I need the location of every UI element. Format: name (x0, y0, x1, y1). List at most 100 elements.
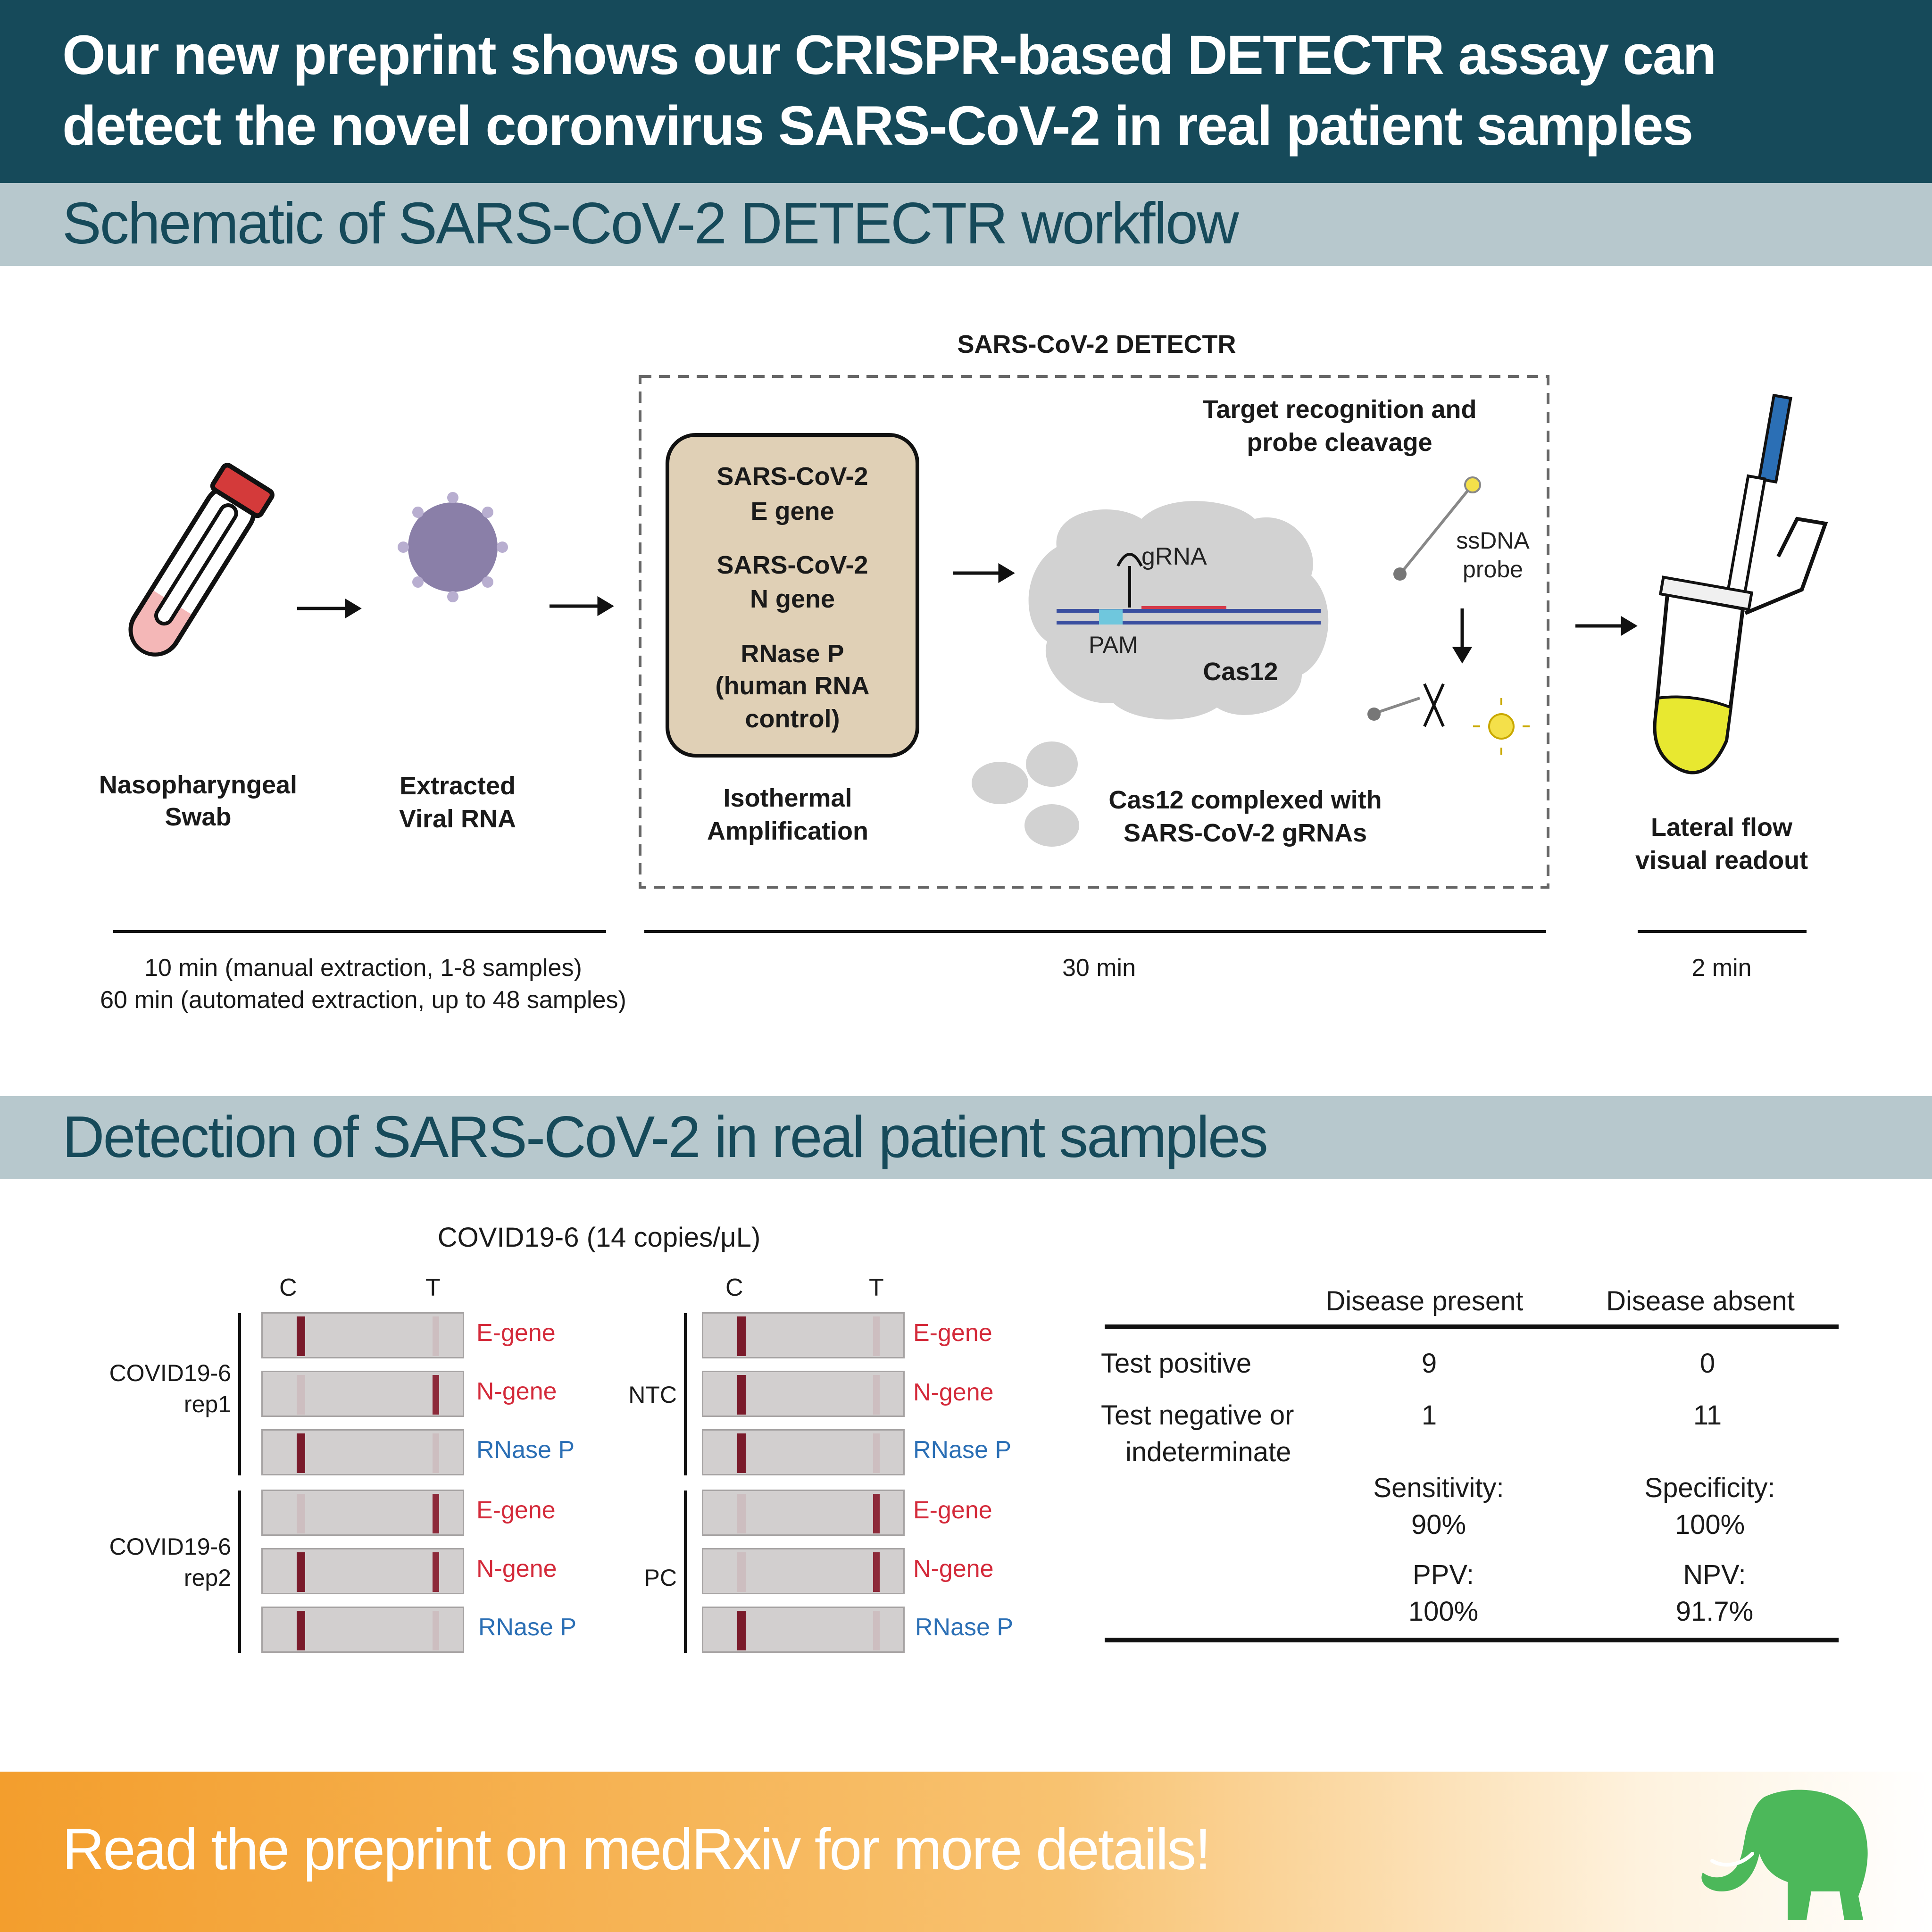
group-ntc: NTC (628, 1382, 677, 1408)
target-title-1: Target recognition and (1202, 395, 1477, 424)
amp-target-4: N gene (749, 585, 835, 613)
sensitivity-value: 90% (1411, 1509, 1466, 1540)
table-col-disease-absent: Disease absent (1606, 1286, 1795, 1316)
ppv-label: PPV: (1412, 1559, 1474, 1590)
gene-label: E-gene (476, 1497, 556, 1524)
table-row1-present: 9 (1421, 1348, 1437, 1379)
strip-pc-rnasep (702, 1607, 905, 1653)
time-manual-extraction: 10 min (manual extraction, 1-8 samples) (144, 954, 582, 982)
headline-line-1: Our new preprint shows our CRISPR-based … (62, 24, 1716, 86)
gene-label: N-gene (913, 1379, 994, 1406)
footer-banner (0, 1772, 1932, 1932)
table-row2-present: 1 (1421, 1400, 1437, 1431)
ppv-value: 100% (1408, 1596, 1479, 1627)
readout-label-2: visual readout (1635, 846, 1808, 874)
table-row1-absent: 0 (1699, 1348, 1715, 1379)
virus-icon (398, 492, 508, 602)
strip-rep1-rnasep (261, 1429, 464, 1475)
gene-label: N-gene (476, 1555, 557, 1582)
section-bar-workflow (0, 183, 1932, 266)
col-c-right: C (725, 1274, 743, 1301)
lateral-flow-tube-icon (1653, 393, 1828, 774)
rna-label-2: Viral RNA (399, 805, 516, 833)
gene-label: RNase P (913, 1436, 1012, 1464)
strip-ntc-rnasep (702, 1429, 905, 1475)
strip-pc-e (702, 1490, 905, 1536)
complex-label-1: Cas12 complexed with (1108, 786, 1382, 814)
group-rep2-line1: COVID19-6 (109, 1533, 231, 1560)
specificity-value: 100% (1674, 1509, 1745, 1540)
strip-rep2-n (261, 1548, 464, 1594)
amp-target-1: SARS-CoV-2 (716, 462, 868, 491)
target-title-2: probe cleavage (1247, 428, 1432, 457)
flow-arrows (297, 563, 1638, 664)
gene-label: RNase P (476, 1436, 575, 1464)
amp-target-5: RNase P (741, 640, 844, 668)
headline-banner (0, 0, 1932, 183)
bracket-rep1 (238, 1313, 241, 1475)
npv-label: NPV: (1683, 1559, 1746, 1590)
amp-target-3: SARS-CoV-2 (716, 551, 868, 579)
group-rep1-line1: COVID19-6 (109, 1360, 231, 1386)
table-row2-label-2: indeterminate (1125, 1437, 1291, 1467)
strip-ntc-n (702, 1371, 905, 1417)
swab-label-2: Swab (165, 803, 232, 831)
npv-value: 91.7% (1675, 1596, 1754, 1627)
pam-label: PAM (1089, 632, 1138, 658)
detectr-box (639, 375, 1549, 889)
section-title-detection: Detection of SARS-CoV-2 in real patient … (62, 1105, 1268, 1170)
timeline-detectr (644, 930, 1546, 933)
table-row1-label: Test positive (1101, 1348, 1252, 1379)
col-t-right: T (869, 1274, 884, 1301)
group-pc: PC (644, 1565, 677, 1591)
cleaved-probe-icon (1367, 683, 1530, 755)
amp-label-1: Isothermal (723, 784, 852, 812)
section-bar-detection (0, 1096, 1932, 1179)
complex-label-2: SARS-CoV-2 gRNAs (1123, 819, 1367, 847)
gene-label: RNase P (478, 1614, 577, 1641)
col-t-left: T (425, 1274, 441, 1301)
detectr-box-title: SARS-CoV-2 DETECTR (957, 330, 1236, 358)
section-title-workflow: Schematic of SARS-CoV-2 DETECTR workflow (62, 191, 1239, 256)
table-row2-absent: 11 (1693, 1400, 1722, 1431)
readout-label-1: Lateral flow (1650, 813, 1793, 841)
gene-label: N-gene (476, 1378, 557, 1405)
swab-tube-icon (128, 463, 275, 657)
dna-strand-icon (1057, 553, 1321, 625)
headline-line-2: detect the novel coronvirus SARS-CoV-2 i… (62, 95, 1693, 157)
mammoth-logo-icon (1701, 1790, 1868, 1920)
group-rep2-line2: rep2 (183, 1565, 231, 1591)
ssdna-label: ssDNA (1456, 527, 1530, 554)
gene-label: E-gene (913, 1319, 992, 1347)
cas12-label: Cas12 (1203, 658, 1278, 686)
time-readout: 2 min (1691, 954, 1752, 982)
strip-rep2-e (261, 1490, 464, 1536)
sensitivity-label: Sensitivity: (1373, 1473, 1504, 1503)
strip-rep2-rnasep (261, 1607, 464, 1653)
workflow-diagram (128, 375, 1828, 889)
gene-label: RNase P (915, 1614, 1014, 1641)
swab-label-1: Nasopharyngeal (99, 771, 298, 799)
table-top-rule (1105, 1324, 1839, 1329)
amp-target-6: (human RNA (715, 672, 870, 700)
col-c-left: C (279, 1274, 297, 1301)
gene-label: E-gene (476, 1319, 556, 1347)
time-detectr: 30 min (1062, 954, 1136, 982)
bracket-pc (684, 1491, 687, 1653)
grna-label: gRNA (1141, 543, 1207, 570)
cas12-complex-icons (972, 741, 1079, 847)
footer-link-text[interactable]: Read the preprint on medRxiv for more de… (62, 1817, 1211, 1882)
table-col-disease-present: Disease present (1325, 1286, 1524, 1316)
bracket-rep2 (238, 1491, 241, 1653)
ssdna-probe-icon (1393, 476, 1481, 581)
group-rep1-line2: rep1 (183, 1391, 231, 1417)
amp-target-2: E gene (750, 497, 834, 525)
amp-label-2: Amplification (707, 817, 868, 845)
amplification-box (666, 433, 919, 758)
strip-rep1-n (261, 1371, 464, 1417)
rna-label-1: Extracted (399, 772, 516, 800)
strip-ntc-e (702, 1312, 905, 1358)
time-automated-extraction: 60 min (automated extraction, up to 48 s… (100, 986, 626, 1014)
table-row2-label-1: Test negative or (1101, 1400, 1294, 1431)
bracket-ntc (684, 1313, 687, 1475)
